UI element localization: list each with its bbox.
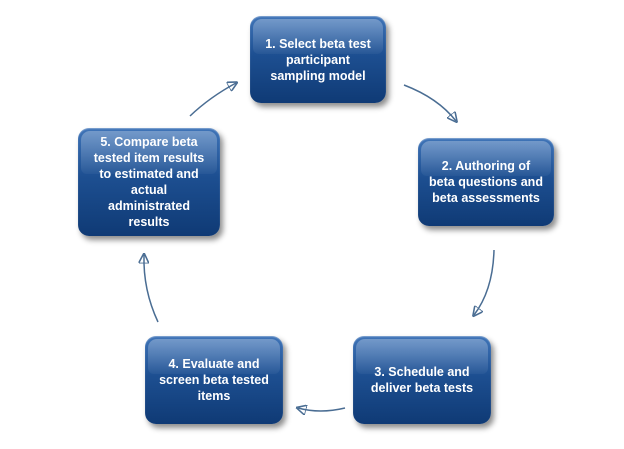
step-2-label: 2. Authoring of beta questions and beta … xyxy=(429,159,543,205)
step-4-label: 4. Evaluate and screen beta tested items xyxy=(159,357,269,403)
arrow-step-1-to-step-2 xyxy=(403,84,456,121)
step-2-node: 2. Authoring of beta questions and beta … xyxy=(418,138,554,226)
arrow-step-3-to-step-4 xyxy=(298,408,346,411)
step-1-label: 1. Select beta test participant sampling… xyxy=(265,36,371,83)
step-5-node: 5. Compare beta tested item results to e… xyxy=(78,128,220,236)
step-1-node: 1. Select beta test participant sampling… xyxy=(250,16,386,103)
arrow-step-4-to-step-5 xyxy=(144,255,159,323)
arrow-step-2-to-step-3 xyxy=(474,249,495,315)
arrow-step-5-to-step-1 xyxy=(189,83,236,117)
step-5-label: 5. Compare beta tested item results to e… xyxy=(93,135,205,229)
step-3-node: 3. Schedule and deliver beta tests xyxy=(353,336,491,424)
step-4-node: 4. Evaluate and screen beta tested items xyxy=(145,336,283,424)
step-3-label: 3. Schedule and deliver beta tests xyxy=(370,365,474,395)
